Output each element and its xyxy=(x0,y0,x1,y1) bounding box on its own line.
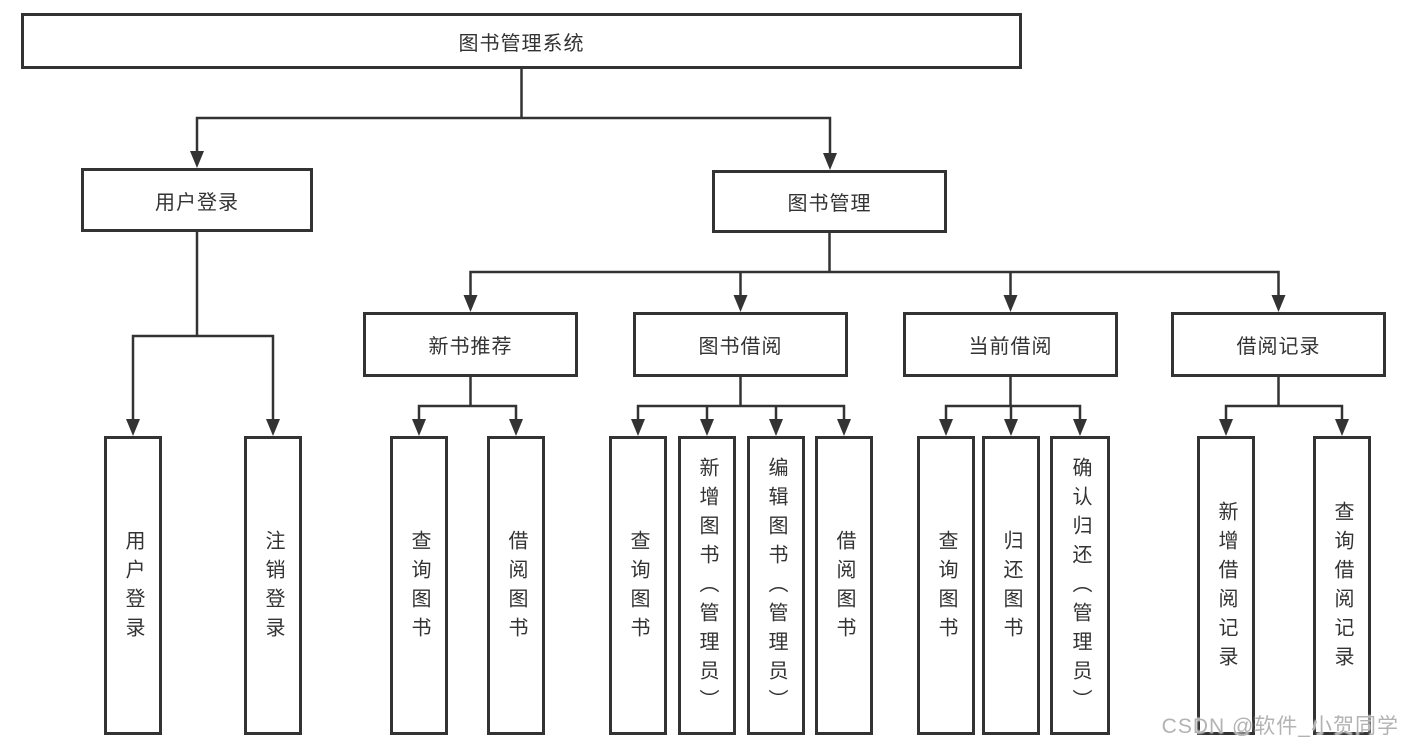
leaf-add-borrow-record: 新增借阅记录 xyxy=(1197,436,1255,735)
leaf-logout: 注销登录 xyxy=(244,436,302,735)
node-book-borrow: 图书借阅 xyxy=(633,312,848,377)
leaf-query-borrow-record: 查询借阅记录 xyxy=(1313,436,1371,735)
node-user-login: 用户登录 xyxy=(81,168,313,232)
node-current-borrow: 当前借阅 xyxy=(903,312,1118,377)
leaf-query-books-recommend: 查询图书 xyxy=(390,436,448,735)
node-borrow-records: 借阅记录 xyxy=(1171,312,1386,377)
leaf-return-books: 归还图书 xyxy=(982,436,1040,735)
node-new-book-recommend: 新书推荐 xyxy=(363,312,578,377)
leaf-query-books-borrow: 查询图书 xyxy=(609,436,667,735)
leaf-edit-book-admin: 编辑图书（管理员） xyxy=(747,436,805,735)
leaf-add-book-admin: 新增图书（管理员） xyxy=(678,436,736,735)
leaf-user-login: 用户登录 xyxy=(104,436,162,735)
node-book-management: 图书管理 xyxy=(712,170,947,233)
leaf-borrow-books-recommend: 借阅图书 xyxy=(487,436,545,735)
node-root: 图书管理系统 xyxy=(21,13,1022,69)
leaf-borrow-books: 借阅图书 xyxy=(815,436,873,735)
leaf-query-books-current: 查询图书 xyxy=(917,436,975,735)
leaf-confirm-return-admin: 确认归还（管理员） xyxy=(1050,436,1110,735)
arrowheads xyxy=(126,151,1349,436)
csdn-watermark: CSDN @软件_小贺同学 xyxy=(1161,715,1399,738)
